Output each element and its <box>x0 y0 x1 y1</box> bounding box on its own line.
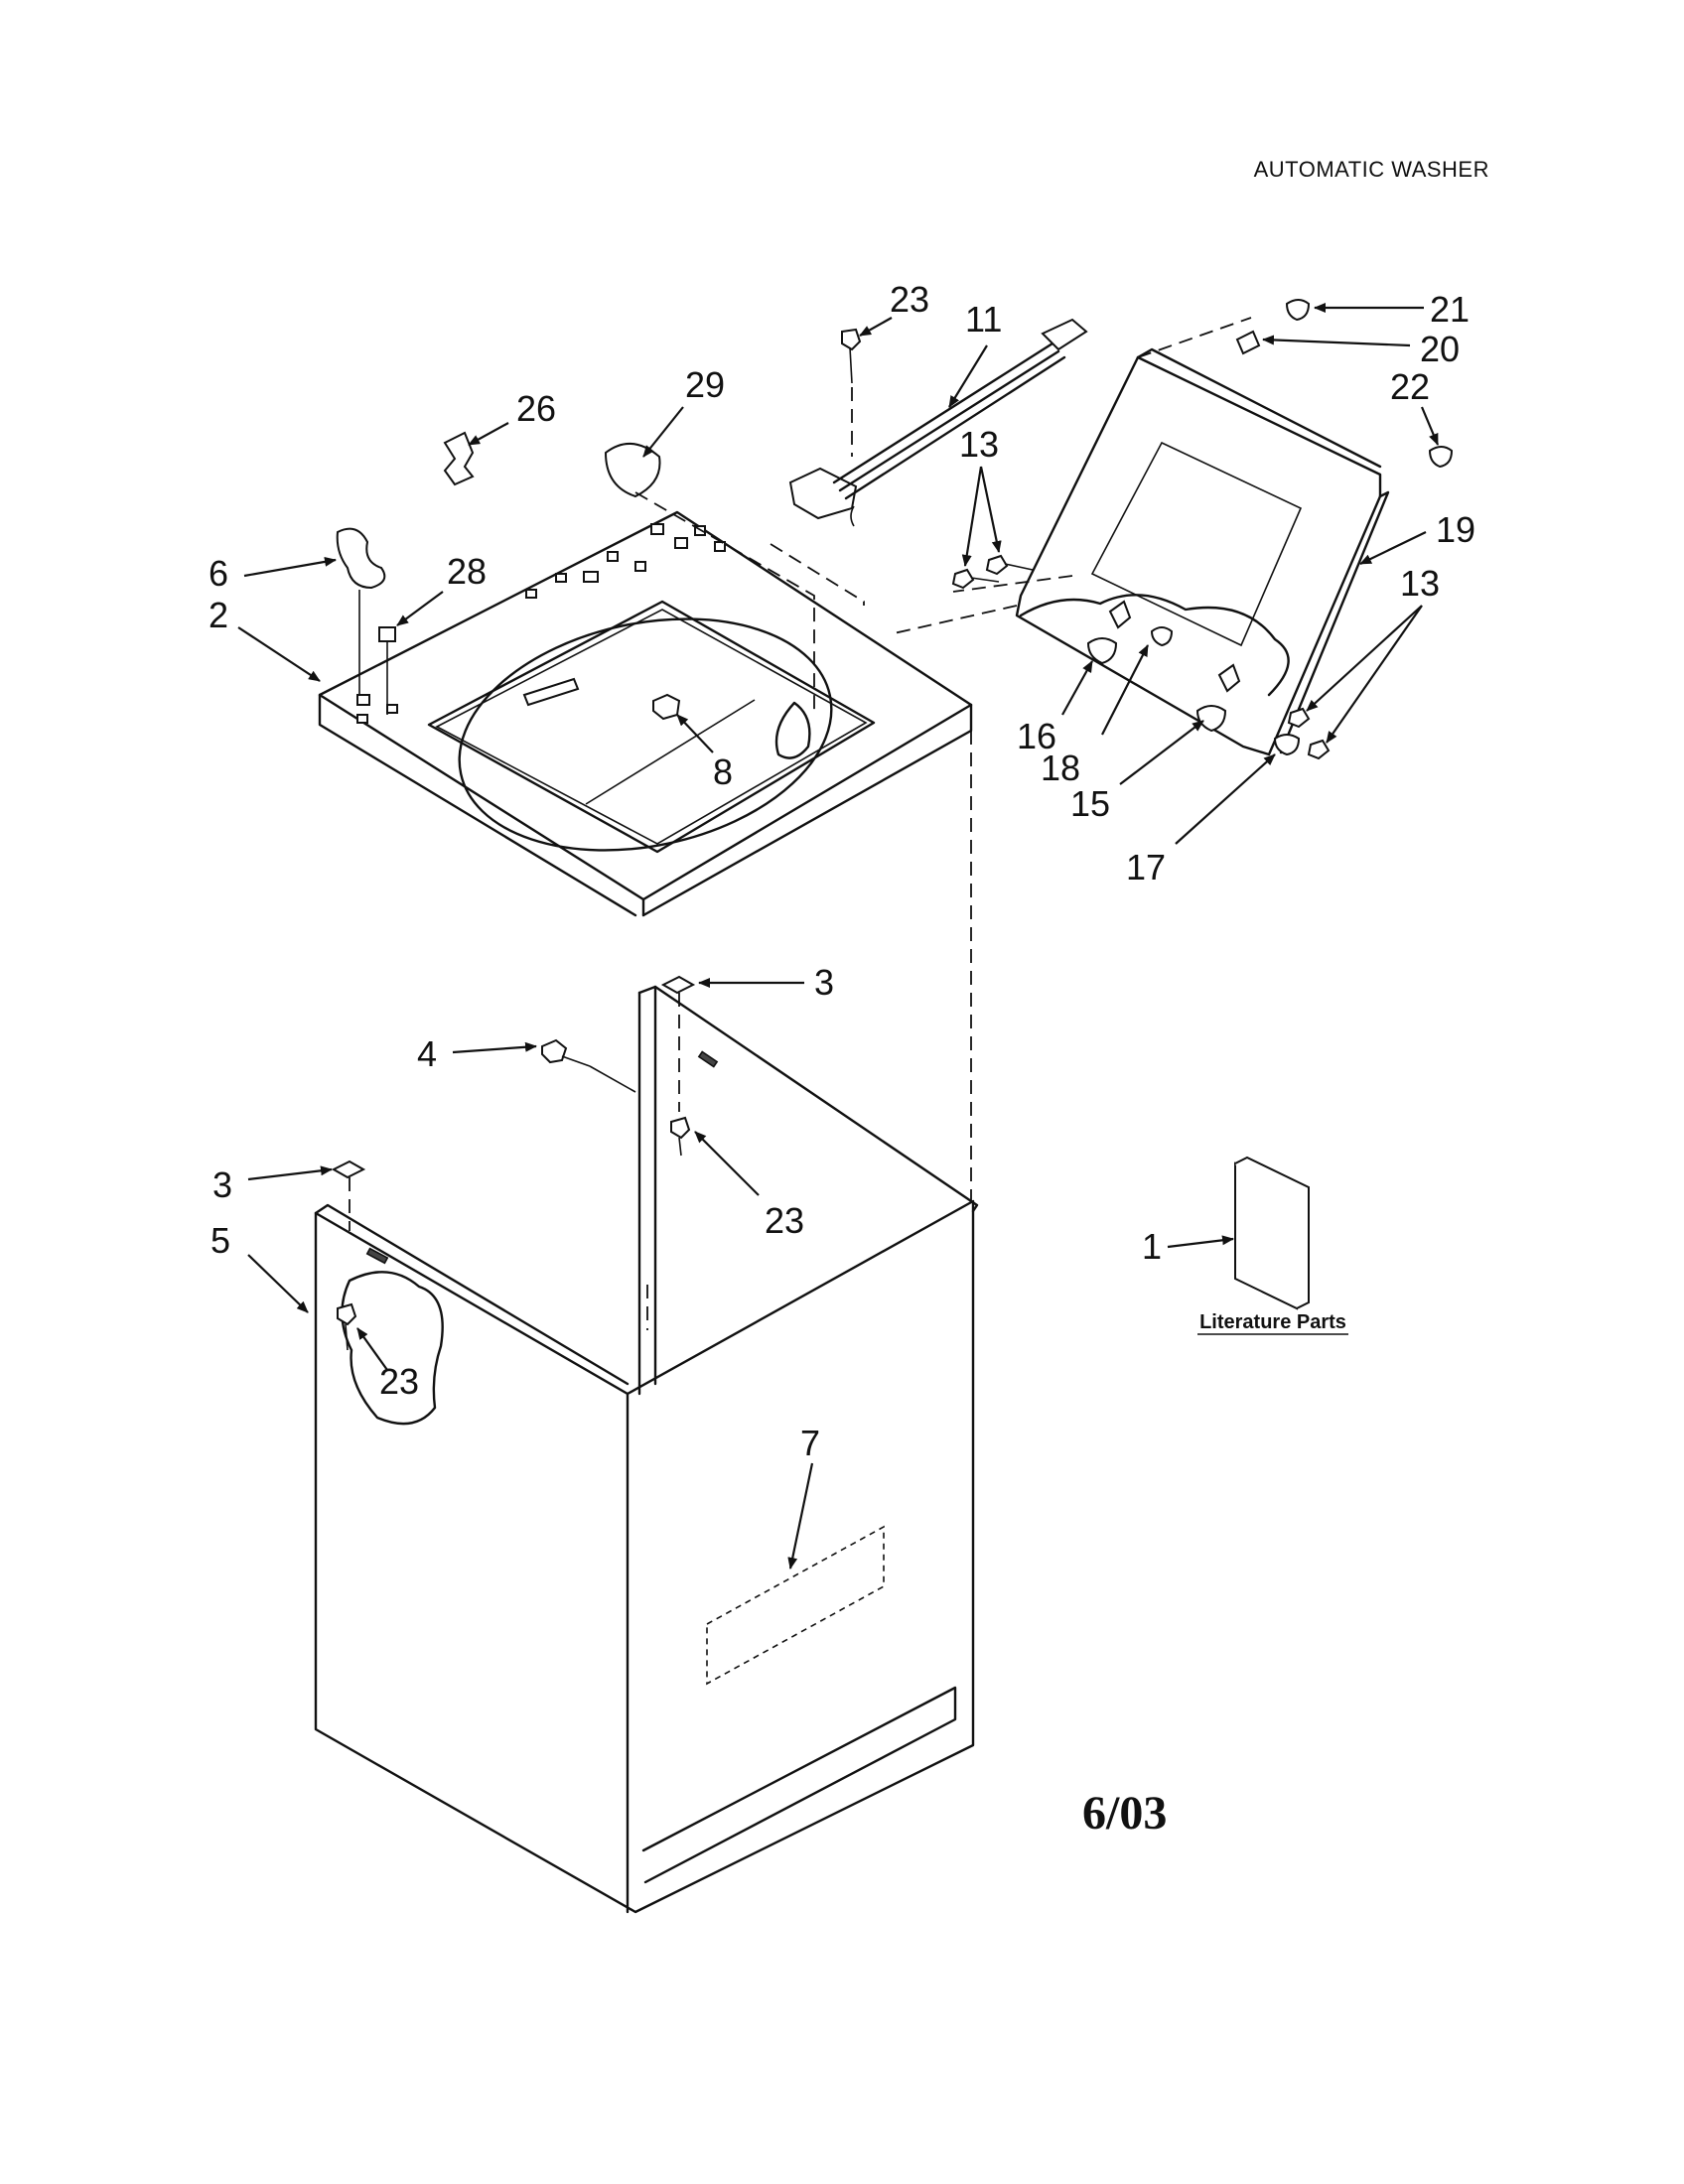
callout-arrow-19 <box>1359 531 1427 565</box>
callout-label-13b: 13 <box>1400 563 1440 604</box>
callout-arrow-23b <box>694 1131 760 1196</box>
screw-part <box>652 693 681 721</box>
bushing-part <box>1285 299 1311 322</box>
callout-label-16: 16 <box>1017 716 1056 756</box>
diagram-title: AUTOMATIC WASHER <box>1254 157 1489 182</box>
clip-part <box>378 626 396 642</box>
callout-label-4: 4 <box>417 1033 437 1074</box>
callout-label-22: 22 <box>1390 366 1430 407</box>
callout-arrow-13b-2 <box>1326 605 1423 744</box>
callout-arrow-23c <box>356 1327 388 1371</box>
screw-part <box>670 1116 691 1140</box>
screw-part <box>1004 563 1034 571</box>
guide-line <box>634 491 815 715</box>
screw-part <box>678 1137 682 1157</box>
literature-caption: Literature Parts <box>1199 1311 1346 1333</box>
callout-label-21: 21 <box>1430 289 1470 330</box>
callout-label-23c: 23 <box>379 1361 419 1402</box>
callout-label-5: 5 <box>210 1220 230 1261</box>
callout-arrow-6 <box>243 556 337 578</box>
callout-arrow-2 <box>237 626 321 682</box>
callout-arrow-26 <box>468 422 509 446</box>
screw-part <box>1307 739 1331 760</box>
bumper-part <box>1428 446 1454 469</box>
callout-arrow-13a-2 <box>979 466 1002 553</box>
hinge-part <box>1150 626 1174 647</box>
literature-book <box>1234 1156 1310 1310</box>
callout-label-29: 29 <box>685 364 725 405</box>
guide-line <box>952 575 1073 593</box>
callout-arrow-20 <box>1262 335 1411 347</box>
callout-arrow-13a-1 <box>961 466 983 567</box>
screw-part <box>1287 707 1311 729</box>
callout-arrow-28 <box>396 591 444 626</box>
callout-label-18: 18 <box>1041 748 1080 788</box>
callout-label-3b: 3 <box>212 1164 232 1205</box>
wire-harness-part <box>788 318 1088 527</box>
screw-part <box>561 1055 591 1067</box>
cabinet-part <box>314 985 979 1914</box>
callout-label-19: 19 <box>1436 509 1475 550</box>
callout-label-15: 15 <box>1070 783 1110 824</box>
callout-arrow-1 <box>1167 1235 1234 1249</box>
callout-arrow-8 <box>676 714 714 753</box>
top-panel-part <box>318 510 973 917</box>
screw-part <box>951 568 975 590</box>
date-code: 6/03 <box>1082 1787 1167 1840</box>
guide-line <box>1137 317 1252 358</box>
hinge-part <box>1195 705 1227 733</box>
callout-label-26: 26 <box>516 388 556 429</box>
callout-arrow-15 <box>1119 720 1204 785</box>
screw-part <box>337 1302 357 1326</box>
clip-part <box>443 431 475 486</box>
callout-arrow-5 <box>247 1254 309 1313</box>
clip-part <box>331 1160 366 1179</box>
callout-arrow-22 <box>1420 406 1440 446</box>
bumper-part <box>1273 734 1301 756</box>
screw-part <box>841 328 862 351</box>
callout-arrow-17 <box>1175 753 1276 845</box>
callout-label-11: 11 <box>965 299 1002 340</box>
callout-label-20: 20 <box>1420 329 1460 369</box>
callout-label-3a: 3 <box>814 962 834 1003</box>
callout-label-13a: 13 <box>959 424 999 465</box>
callout-label-8: 8 <box>713 751 733 792</box>
guide-line <box>770 543 865 606</box>
screw-part <box>985 554 1009 576</box>
screw-part <box>541 1038 568 1064</box>
hinge-part <box>1108 600 1132 629</box>
callout-arrow-4 <box>452 1041 537 1054</box>
callout-label-23b: 23 <box>765 1200 804 1241</box>
callout-label-17: 17 <box>1126 847 1166 887</box>
screw-part <box>345 1323 349 1351</box>
hinge-part <box>1086 637 1118 665</box>
callout-arrow-18 <box>1101 644 1149 736</box>
callout-arrow-29 <box>642 406 684 458</box>
callout-label-6: 6 <box>209 553 228 594</box>
clip-part <box>336 527 386 590</box>
callout-arrow-16 <box>1061 660 1093 716</box>
callout-label-23a: 23 <box>890 279 929 320</box>
callout-arrow-23a <box>859 317 893 337</box>
lid-part <box>1015 347 1390 756</box>
callout-arrow-3b <box>247 1165 333 1181</box>
screw-part <box>849 346 853 384</box>
hinge-part <box>1217 663 1241 693</box>
callout-arrow-11 <box>948 344 988 408</box>
grommet-part <box>604 442 661 498</box>
callout-arrow-13b-1 <box>1306 605 1423 712</box>
callout-label-28: 28 <box>447 551 487 592</box>
clip-part <box>660 975 696 995</box>
callout-label-7: 7 <box>800 1423 820 1463</box>
screw-part <box>970 577 1000 583</box>
guide-line <box>893 605 1018 634</box>
hinge-pin-part <box>1235 330 1261 355</box>
callout-label-2: 2 <box>209 595 228 635</box>
callout-arrow-7 <box>787 1462 814 1570</box>
guide-line <box>589 1065 636 1093</box>
callout-label-1: 1 <box>1142 1226 1162 1267</box>
